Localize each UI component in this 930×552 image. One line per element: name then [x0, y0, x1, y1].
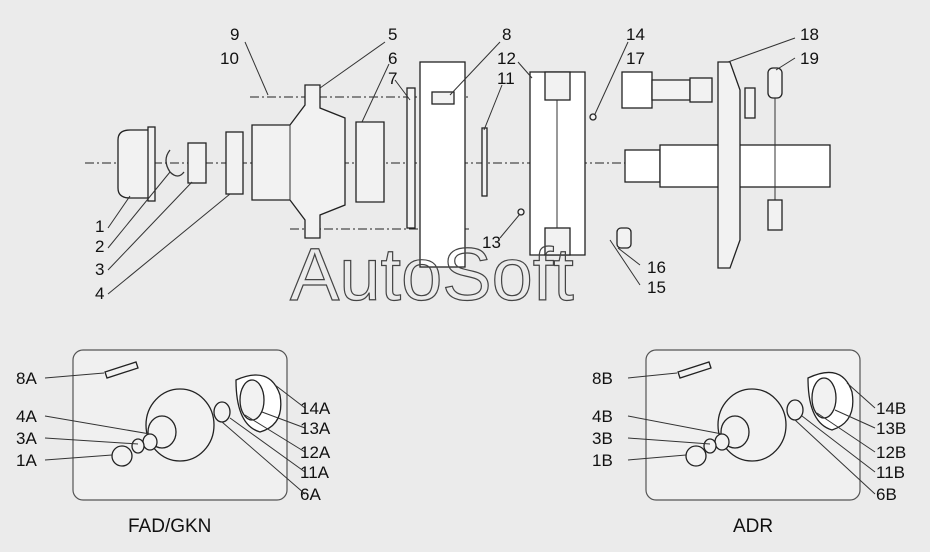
label-8: 8 — [502, 25, 511, 44]
part-backing-plate — [717, 61, 741, 269]
part-dust-shield — [481, 127, 488, 197]
label-8A: 8A — [16, 369, 37, 388]
label-6B: 6B — [876, 485, 897, 504]
label-15: 15 — [647, 278, 666, 297]
label-6: 6 — [388, 49, 397, 68]
label-3: 3 — [95, 260, 104, 279]
main-leaders — [107, 37, 796, 295]
part-seal — [406, 87, 416, 229]
part-wheel-hub — [251, 84, 346, 239]
label-13A: 13A — [300, 419, 331, 438]
inset-right: 8B 4B 3B 1B 14B 13B 12B 11B 6B ADR — [592, 349, 906, 537]
label-13: 13 — [482, 233, 501, 252]
label-16: 16 — [647, 258, 666, 277]
part-axle-beam — [624, 144, 831, 188]
watermark: AutoSoft — [290, 233, 574, 316]
label-4B: 4B — [592, 407, 613, 426]
label-1A: 1A — [16, 451, 37, 470]
label-4: 4 — [95, 284, 104, 303]
label-8B: 8B — [592, 369, 613, 388]
part-adjuster-rod — [767, 67, 783, 231]
label-2: 2 — [95, 237, 104, 256]
label-6A: 6A — [300, 485, 321, 504]
part-grease-cap — [117, 126, 156, 202]
label-5: 5 — [388, 25, 397, 44]
inset-left: 8A 4A 3A 1A 14A 13A 12A 11A 6A FAD/GKN — [16, 349, 331, 537]
part-bolt-16 — [616, 227, 632, 249]
label-3A: 3A — [16, 429, 37, 448]
part-18-clip — [744, 87, 756, 119]
label-17: 17 — [626, 49, 645, 68]
part-13-ball — [517, 208, 525, 216]
label-18: 18 — [800, 25, 819, 44]
label-14B: 14B — [876, 399, 906, 418]
part-stub-axle — [621, 71, 713, 109]
label-19: 19 — [800, 49, 819, 68]
part-drum-plate — [419, 61, 466, 268]
label-1: 1 — [95, 217, 104, 236]
label-12A: 12A — [300, 443, 331, 462]
part-brake-shoes — [529, 71, 586, 256]
part-bearing-outer — [225, 131, 244, 195]
label-4A: 4A — [16, 407, 37, 426]
label-10: 10 — [220, 49, 239, 68]
label-11B: 11B — [876, 463, 905, 482]
label-1B: 1B — [592, 451, 613, 470]
part-castle-nut — [187, 142, 207, 184]
caption-fad-gkn: FAD/GKN — [128, 516, 211, 537]
label-12B: 12B — [876, 443, 906, 462]
label-14A: 14A — [300, 399, 331, 418]
label-11: 11 — [497, 69, 515, 88]
part-bearing-inner — [355, 121, 385, 203]
label-9: 9 — [230, 25, 239, 44]
label-12: 12 — [497, 49, 516, 68]
main-label-group: 1 2 3 4 5 6 7 8 9 10 11 12 13 14 15 16 1… — [95, 25, 819, 303]
label-3B: 3B — [592, 429, 613, 448]
label-11A: 11A — [300, 463, 330, 482]
label-7: 7 — [388, 69, 397, 88]
label-13B: 13B — [876, 419, 906, 438]
label-14: 14 — [626, 25, 645, 44]
caption-adr: ADR — [733, 516, 773, 537]
part-14-ball — [589, 113, 597, 121]
